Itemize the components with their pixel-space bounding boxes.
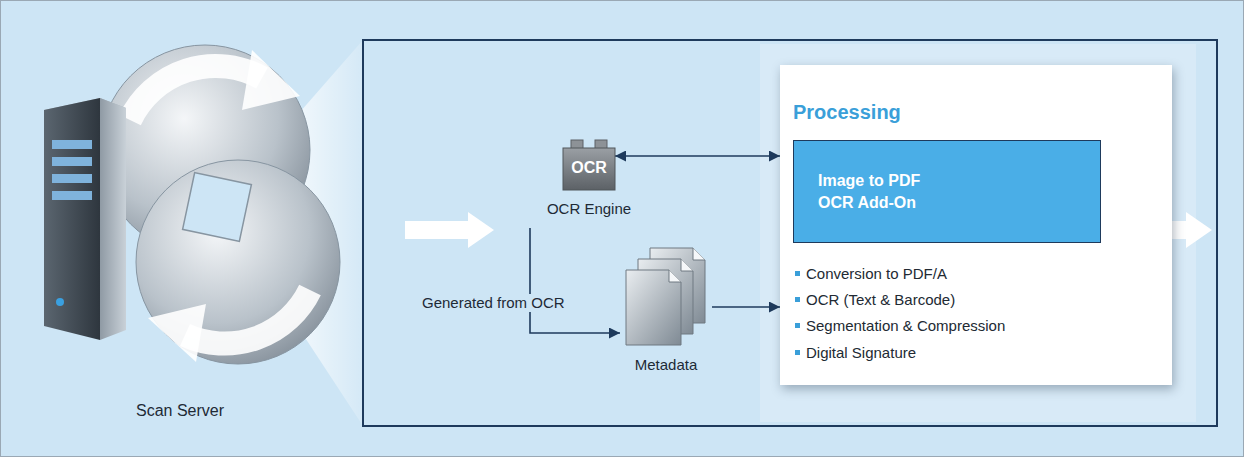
bullet-item: Segmentation & Compression [795,317,1005,335]
cycle-disc [136,160,340,364]
engine-node: OCROCR Engine [563,140,615,190]
addon-box: Image to PDF OCR Add-On [793,140,1101,243]
edge-label: Generated from OCR [420,294,567,312]
connector-arrow [712,306,780,308]
processing-glow [760,44,1196,422]
drive-slot [52,157,92,166]
drive-slot [52,191,92,200]
connector-arrow [615,155,780,157]
node-caption: OCR Engine [503,200,675,218]
node-caption: Scan Server [30,402,330,420]
cycle-arrowhead [148,304,206,362]
connector-arrow [530,228,620,333]
metadata-node: Metadata [620,248,712,346]
cycle-center [183,173,252,242]
cycle-arrowhead [242,50,300,110]
process-box: ProcessingConversion to PDF/A OCR (Text &… [780,65,1172,385]
scan-server-icon [44,45,340,364]
power-light [56,298,64,306]
bullet-item: Conversion to PDF/A [795,265,947,283]
box-heading: Processing [793,101,901,123]
page-fold [669,270,681,282]
page-fold [693,248,705,260]
engine-label: OCR [563,159,615,177]
bullet-item: Digital Signature [795,344,916,362]
server-node: Scan Server [30,40,330,430]
tower-front [44,98,100,340]
drive-slot [52,140,92,149]
addon-label: Image to PDF OCR Add-On [818,170,948,214]
input-arrow [405,212,494,248]
page-fold [681,259,693,271]
cycle-arrow [130,66,262,120]
tower-side [100,98,126,340]
bullet-item: OCR (Text & Barcode) [795,291,955,309]
document-page [626,270,681,345]
drive-slot [52,174,92,183]
pages-shape [620,248,712,346]
brick-body [563,148,615,190]
server-frame [363,40,1217,426]
node-caption: Metadata [590,356,742,374]
